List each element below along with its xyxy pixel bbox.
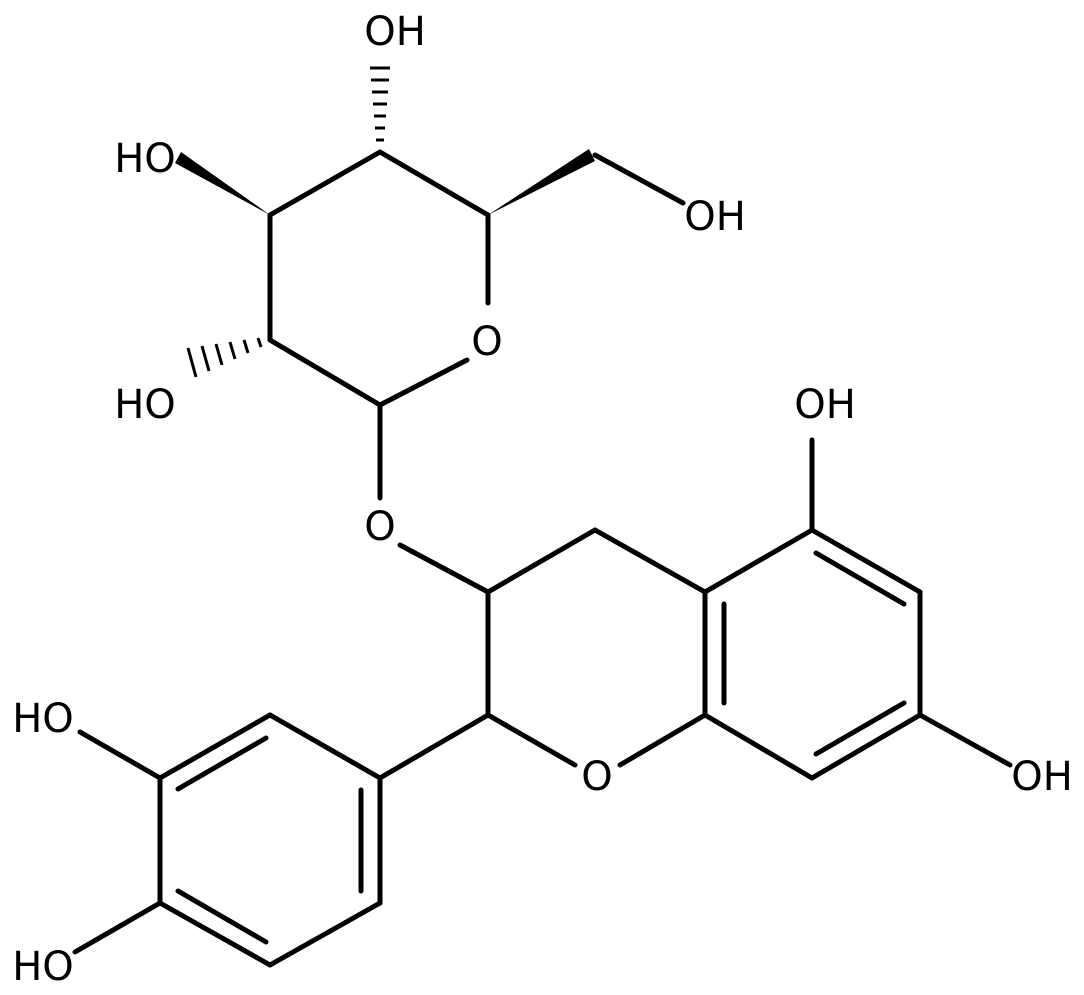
bond: [77, 729, 163, 781]
bond: [377, 712, 491, 781]
bond: [592, 527, 708, 595]
bond: [809, 527, 923, 595]
bond: [592, 152, 686, 206]
bond: [702, 527, 815, 595]
bond-double: [175, 735, 269, 792]
bond: [397, 542, 491, 595]
bond: [377, 357, 470, 408]
bond: [157, 712, 273, 781]
bond: [917, 712, 1013, 768]
bond: [617, 712, 708, 768]
bond: [267, 900, 383, 968]
bond: [267, 337, 383, 408]
bond-double: [813, 550, 907, 607]
bond: [157, 900, 273, 968]
bond: [702, 712, 815, 781]
bond: [267, 149, 383, 218]
ring-oxygen-label: O: [581, 754, 612, 800]
ho-label: HO: [114, 382, 176, 428]
bond: [377, 149, 491, 218]
ring-oxygen-label: O: [471, 319, 502, 365]
hashed-bond-lower: [186, 337, 263, 378]
oh-label: OH: [794, 382, 856, 428]
bond: [485, 712, 578, 768]
oh-label: OH: [364, 9, 426, 55]
bond: [809, 712, 923, 781]
bond-double: [813, 700, 907, 757]
bond: [72, 900, 163, 955]
ho-label: HO: [12, 696, 74, 742]
ho-label: HO: [12, 944, 74, 990]
oh-label: OH: [684, 194, 746, 240]
bond: [485, 527, 598, 595]
glycosidic-oxygen-label: O: [364, 504, 395, 550]
wedge-bond: [175, 152, 270, 215]
oh-label: OH: [1011, 754, 1073, 800]
bond: [267, 712, 383, 781]
bonds: [72, 149, 1013, 968]
wedge-bond: [488, 149, 595, 215]
bond-double: [175, 888, 269, 945]
ho-label: HO: [114, 136, 176, 182]
hashed-bond-top: [370, 66, 390, 142]
